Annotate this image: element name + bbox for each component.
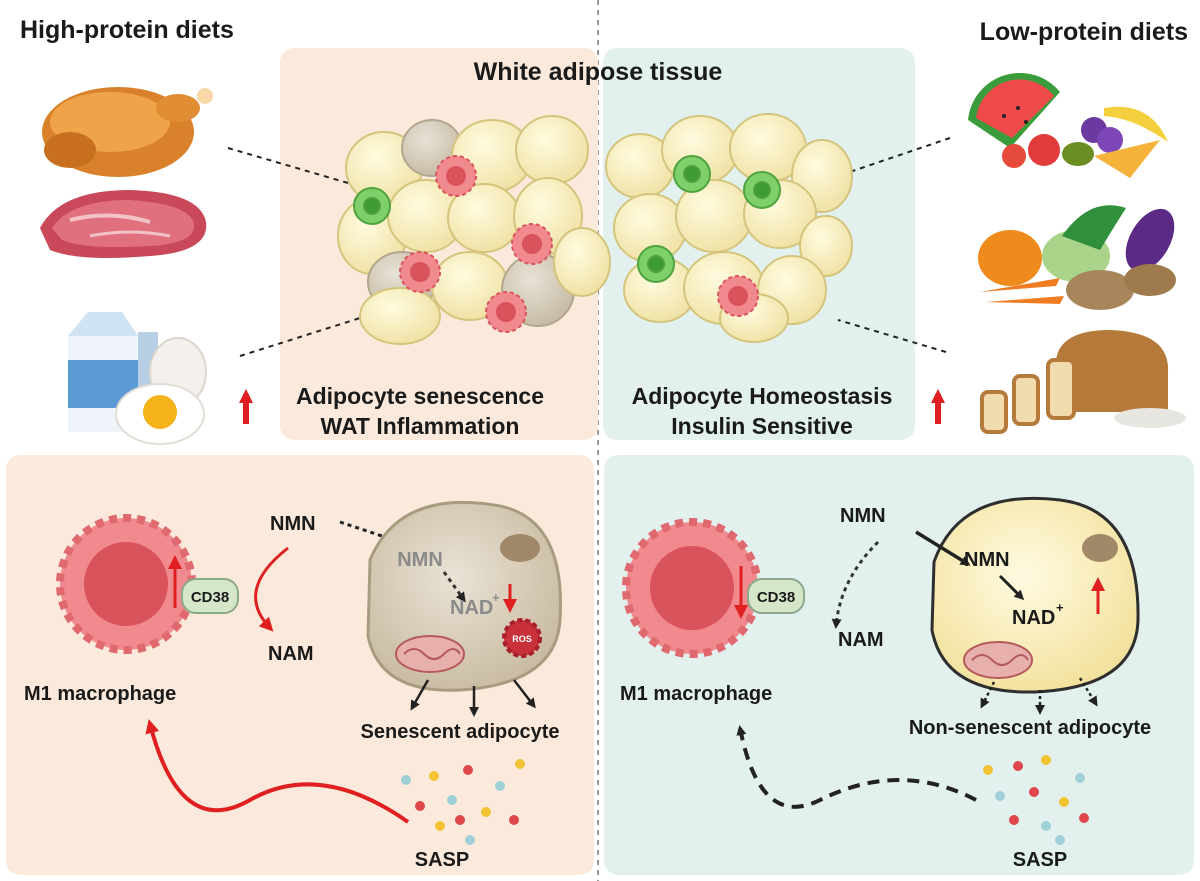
sasp-release-arrows-left (410, 679, 536, 717)
sasp-release-arrows-right (980, 677, 1098, 715)
m1-macrophage-left (56, 514, 196, 654)
nmn-inside-left: NMN (397, 549, 443, 571)
nmn-to-nad-arrow-right (998, 574, 1025, 601)
left-effect-line1: Adipocyte senescence (296, 383, 544, 409)
fruit-basket-icon (968, 72, 1168, 178)
sasp-label-left: SASP (415, 849, 469, 871)
nmn-to-nad-arrow-left (442, 571, 466, 603)
nam-label-left: NAM (268, 643, 314, 665)
steak-icon (40, 190, 207, 258)
sasp-label-right: SASP (1013, 849, 1067, 871)
cell-label-left: Senescent adipocyte (361, 721, 560, 743)
right-effect-line2: Insulin Sensitive (671, 413, 853, 439)
vegetables-icon (978, 205, 1176, 310)
sasp-particles-left (401, 759, 525, 845)
sasp-to-macrophage-arrow-right (736, 725, 977, 809)
mitochondrion-icon-right (963, 641, 1033, 679)
mitochondrion-icon-left (395, 635, 465, 673)
m1-macrophage-right (622, 518, 762, 658)
macrophage-label-right: M1 macrophage (620, 683, 772, 705)
ros-burst-icon (502, 618, 542, 658)
cd38-receptor-right (747, 578, 805, 614)
macrophage-label-left: M1 macrophage (24, 683, 176, 705)
sasp-particles-right (983, 755, 1089, 845)
right-effect-line1: Adipocyte Homeostasis (632, 383, 893, 409)
nmn-transport-arrow-left (339, 520, 397, 543)
cd38-label-left: CD38 (191, 589, 229, 606)
left-heading: High-protein diets (20, 16, 234, 44)
non-senescent-adipocyte-cell (930, 496, 1140, 694)
left-effect-line2: WAT Inflammation (321, 413, 520, 439)
macrophage-cell-small (399, 155, 759, 333)
cd38-label-right: CD38 (757, 589, 795, 606)
cd38-to-nam-arrow-right (831, 540, 880, 629)
nad-label-left: NAD (450, 597, 493, 619)
green-immune-cell (353, 155, 781, 283)
sasp-to-macrophage-arrow-left (145, 719, 410, 824)
nmn-outside-right: NMN (840, 505, 886, 527)
nmn-inside-right: NMN (964, 549, 1010, 571)
egg-icon (115, 337, 207, 445)
right-heading: Low-protein diets (980, 18, 1188, 46)
nmn-outside-left: NMN (270, 513, 316, 535)
ros-label: ROS (512, 634, 532, 644)
nad-sup-left: + (492, 590, 500, 605)
cd38-to-nam-arrow (254, 546, 289, 632)
cd38-receptor-left (181, 578, 239, 614)
cell-label-right: Non-senescent adipocyte (909, 717, 1151, 739)
nam-label-right: NAM (838, 629, 884, 651)
bread-icon (980, 330, 1186, 434)
nad-sup-right: + (1056, 600, 1064, 615)
roast-chicken-icon (42, 87, 213, 177)
nad-label-right: NAD (1012, 607, 1055, 629)
tissue-title: White adipose tissue (474, 58, 723, 86)
nmn-uptake-arrow-right (915, 530, 971, 566)
